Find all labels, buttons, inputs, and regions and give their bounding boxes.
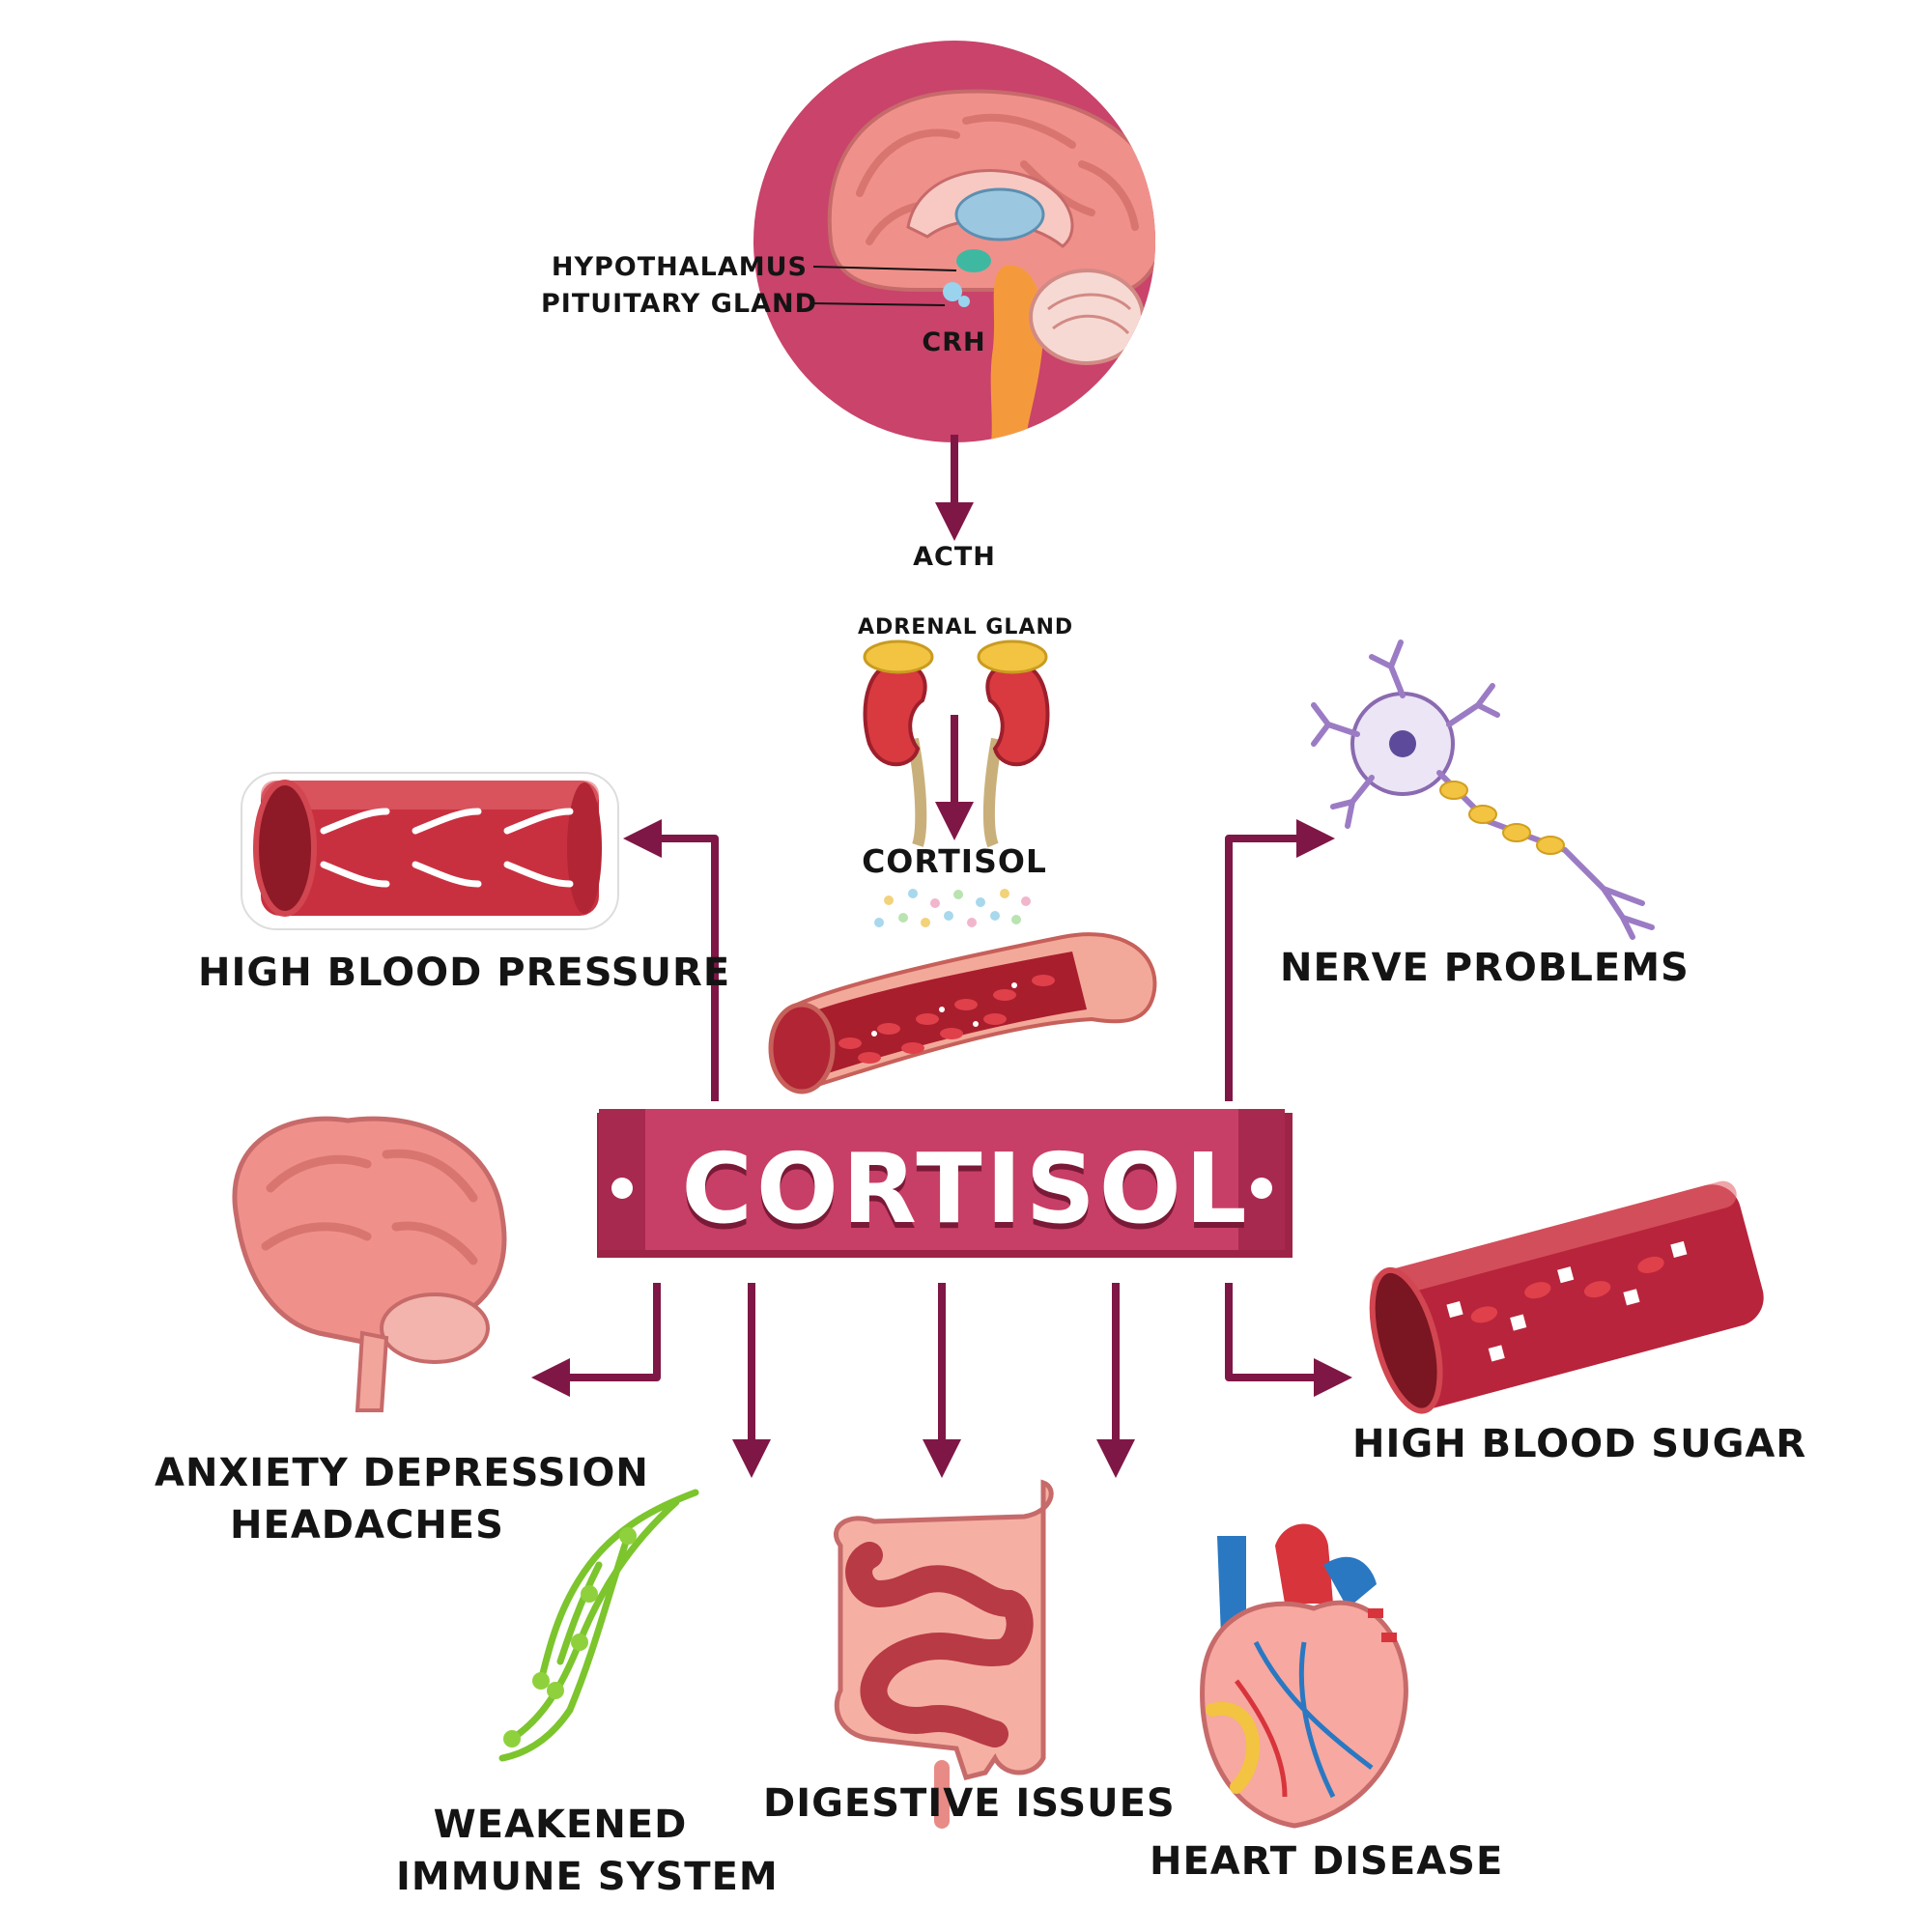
immune-system-label: IMMUNE SYSTEM bbox=[396, 1855, 779, 1899]
nerve-problems-label: NERVE PROBLEMS bbox=[1280, 946, 1690, 990]
headaches-label: HEADACHES bbox=[230, 1503, 504, 1548]
neuron-illustration bbox=[1311, 639, 1655, 940]
brain-inset bbox=[753, 41, 1155, 442]
hypothalamus-label: HYPOTHALAMUS bbox=[551, 252, 808, 282]
high-blood-sugar-illustration bbox=[1369, 1180, 1764, 1414]
arrow-to-anxiety bbox=[531, 1283, 661, 1397]
blood-vessel-center bbox=[768, 932, 1157, 1094]
lymphatic-illustration bbox=[498, 1489, 699, 1762]
high-blood-pressure-illustration bbox=[241, 772, 619, 930]
cortisol-banner bbox=[597, 1109, 1293, 1258]
pituitary-gland-label: PITUITARY GLAND bbox=[541, 289, 817, 319]
high-blood-pressure-label: HIGH BLOOD PRESSURE bbox=[198, 951, 731, 995]
arrow-to-blood-pressure bbox=[623, 819, 719, 1101]
digestive-issues-label: DIGESTIVE ISSUES bbox=[763, 1781, 1176, 1826]
adrenal-kidneys-illustration bbox=[863, 639, 1050, 848]
heart-disease-label: HEART DISEASE bbox=[1150, 1839, 1504, 1884]
effect-arrows bbox=[531, 819, 1352, 1478]
heart-illustration bbox=[1200, 1523, 1408, 1829]
brain-illustration bbox=[232, 1116, 507, 1412]
anxiety-depression-label: ANXIETY DEPRESSION bbox=[155, 1451, 649, 1495]
weakened-label: WEAKENED bbox=[433, 1803, 688, 1847]
intestines-illustration bbox=[834, 1479, 1054, 1829]
high-blood-sugar-label: HIGH BLOOD SUGAR bbox=[1352, 1422, 1807, 1466]
acth-label: ACTH bbox=[913, 542, 996, 572]
arrow-to-blood-sugar bbox=[1225, 1283, 1352, 1397]
arrow-to-nerve bbox=[1225, 819, 1335, 1101]
adrenal-gland-label: ADRENAL GLAND bbox=[858, 615, 1074, 639]
cortisol-label: CORTISOL bbox=[862, 842, 1047, 880]
crh-label: CRH bbox=[922, 327, 986, 357]
banner-title: CORTISOL bbox=[681, 1131, 1251, 1245]
hormone-dots bbox=[874, 889, 1031, 927]
